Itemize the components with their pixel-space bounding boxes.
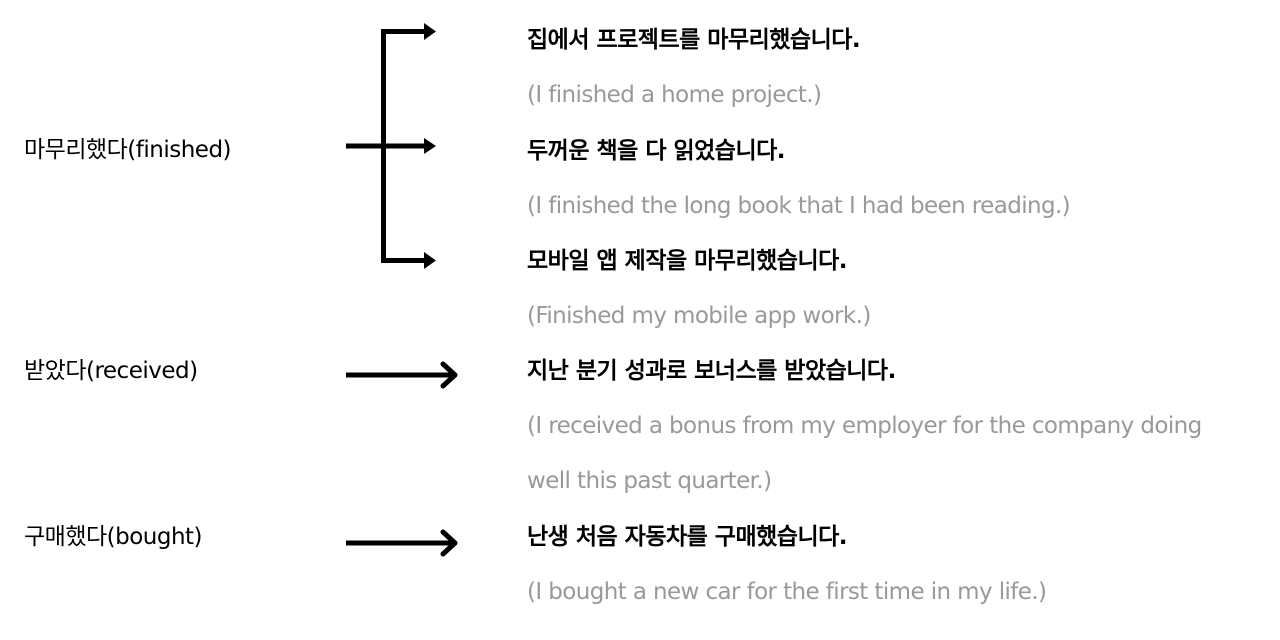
right-arrow-icon: [346, 529, 458, 557]
example-translation: (I finished a home project.): [527, 82, 822, 108]
right-arrow-icon: [346, 361, 458, 389]
example-korean: 난생 처음 자동차를 구매했습니다.: [527, 524, 848, 550]
example-korean: 지난 분기 성과로 보너스를 받았습니다.: [527, 358, 896, 384]
example-translation-continued: well this past quarter.): [527, 468, 772, 494]
example-korean: 집에서 프로젝트를 마무리했습니다.: [527, 27, 861, 53]
verb-label-finished: 마무리했다(finished): [24, 137, 232, 163]
verb-label-bought: 구매했다(bought): [24, 524, 203, 550]
example-translation: (I finished the long book that I had bee…: [527, 193, 1071, 219]
bracket-arrow-icon: [346, 23, 436, 269]
example-translation: (I received a bonus from my employer for…: [527, 413, 1202, 439]
example-translation: (I bought a new car for the first time i…: [527, 579, 1047, 605]
example-korean: 모바일 앱 제작을 마무리했습니다.: [527, 248, 848, 274]
example-korean: 두꺼운 책을 다 읽었습니다.: [527, 138, 786, 164]
verb-label-received: 받았다(received): [24, 358, 198, 384]
example-translation: (Finished my mobile app work.): [527, 303, 871, 329]
